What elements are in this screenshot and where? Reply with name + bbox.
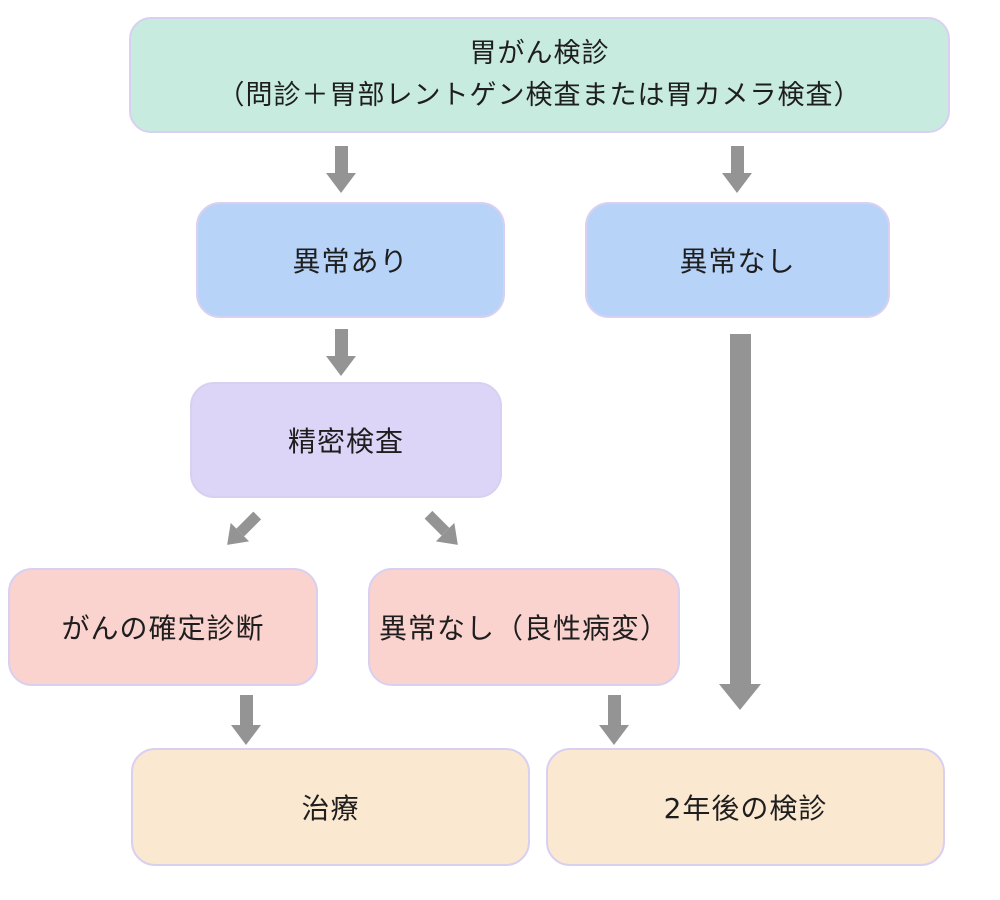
arrow-shaft (334, 329, 348, 356)
node-normal: 異常なし (585, 202, 890, 318)
node-treatment: 治療 (131, 748, 530, 866)
node-treatment-label: 治療 (301, 792, 360, 825)
arrow-screening-to-abnormal-icon (326, 146, 356, 193)
node-benign-label: 異常なし（良性病変） (378, 612, 669, 645)
node-recheck: 2年後の検診 (546, 748, 945, 866)
node-screening-line2: （問診＋胃部レントゲン検査または胃カメラ検査） (217, 80, 862, 111)
arrow-head (599, 725, 629, 745)
arrow-shaft (729, 334, 751, 684)
arrow-benign-to-recheck-icon (599, 695, 629, 745)
node-cancer-diagnosis-label: がんの確定診断 (61, 612, 265, 645)
node-abnormal: 異常あり (196, 202, 505, 318)
arrow-shaft (730, 146, 744, 173)
arrow-cancer-diagnosis-to-treatment-icon (231, 695, 261, 745)
node-recheck-label: 2年後の検診 (663, 792, 828, 825)
arrow-head (326, 356, 356, 376)
arrow-shaft (607, 695, 621, 725)
arrow-shaft (239, 695, 253, 725)
node-detailed-exam: 精密検査 (190, 382, 502, 498)
node-screening: 胃がん検診 （問診＋胃部レントゲン検査または胃カメラ検査） (129, 17, 950, 133)
arrow-detailed-exam-to-cancer-diagnosis-icon (217, 506, 266, 555)
arrow-shaft (334, 146, 348, 173)
node-detailed-exam-label: 精密検査 (287, 425, 404, 458)
arrow-head (231, 725, 261, 745)
node-abnormal-label: 異常あり (292, 245, 409, 278)
arrow-normal-to-recheck-icon (719, 334, 761, 710)
node-screening-line1: 胃がん検診 (469, 38, 610, 69)
node-normal-label: 異常なし (679, 245, 796, 278)
arrow-head (326, 173, 356, 193)
arrow-screening-to-normal-icon (722, 146, 752, 193)
arrow-head (722, 173, 752, 193)
arrow-detailed-exam-to-benign-icon (419, 506, 468, 555)
node-benign: 異常なし（良性病変） (368, 568, 680, 686)
arrow-head (719, 684, 761, 710)
arrow-abnormal-to-detailed-exam-icon (326, 329, 356, 376)
node-cancer-diagnosis: がんの確定診断 (8, 568, 318, 686)
